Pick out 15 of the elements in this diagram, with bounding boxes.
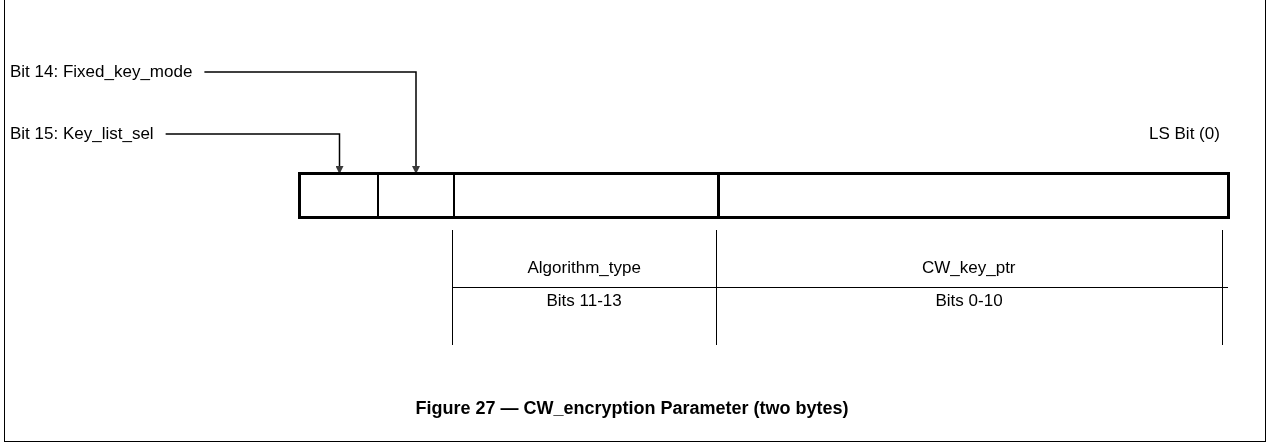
bit-field-cell [454, 174, 718, 217]
bit-range: Bits 11-13 [546, 291, 622, 311]
bit-field-cell [378, 174, 454, 217]
leader-arrow [203, 71, 420, 174]
field-name: Algorithm_type [527, 258, 641, 278]
bit-position-label: LS Bit (0) [1149, 124, 1220, 144]
bit-label: Bit 14: Fixed_key_mode [10, 62, 193, 82]
field-name: CW_key_ptr [922, 258, 1016, 278]
figure-caption: Figure 27 — CW_encryption Parameter (two bytes) [415, 398, 849, 418]
bit-label: Bit 15: Key_list_sel [10, 124, 154, 144]
bit-field-cell [301, 174, 378, 217]
bit-range: Bits 0-10 [935, 291, 1003, 311]
leader-arrow [164, 133, 344, 174]
register-bar [298, 172, 1230, 219]
bit-field-cell [718, 174, 1227, 217]
